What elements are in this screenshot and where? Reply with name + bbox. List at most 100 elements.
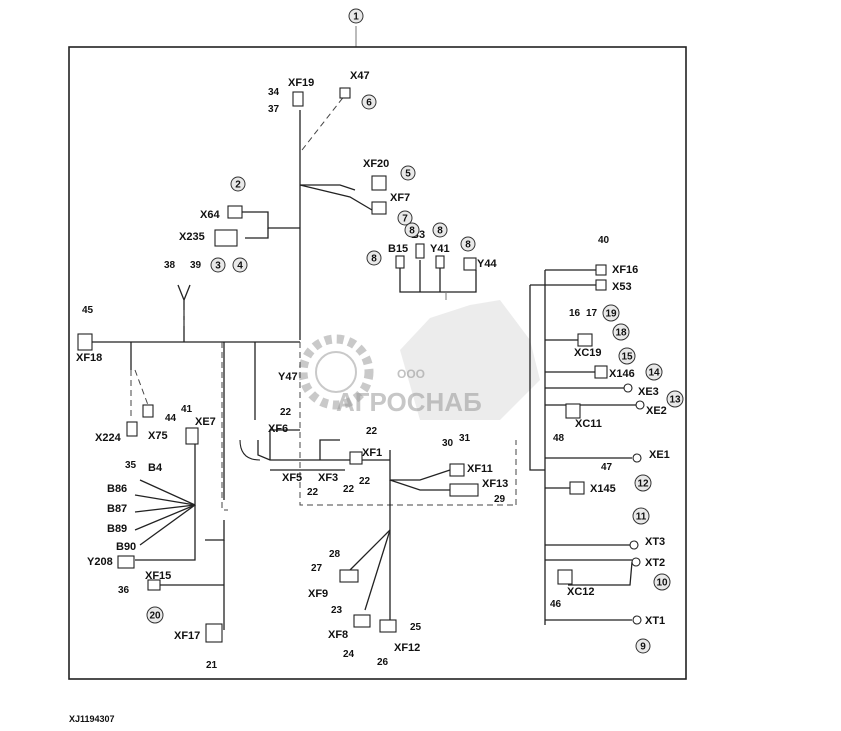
watermark: ООО АГРОСНАБ	[298, 300, 540, 420]
part-number-n22d: 22	[307, 487, 319, 498]
svg-text:11: 11	[636, 512, 647, 523]
callout-c9: 9	[635, 638, 651, 654]
callout-c2: 2	[230, 176, 246, 192]
connector-label-x47: X47	[350, 70, 370, 82]
connector-label-xc11: XC11	[575, 418, 602, 430]
part-number-n27: 27	[311, 563, 323, 574]
watermark-brand: АГРОСНАБ	[336, 387, 482, 417]
part-number-n17: 17	[586, 308, 598, 319]
part-number-n22a: 22	[280, 407, 292, 418]
callout-c11: 11	[632, 507, 650, 525]
svg-text:12: 12	[637, 479, 649, 490]
part-number-n26: 26	[377, 657, 389, 668]
callout-c8d: 8	[460, 236, 476, 252]
part-number-n48: 48	[553, 433, 565, 444]
svg-text:6: 6	[366, 98, 372, 109]
connector-label-xf3: XF3	[318, 472, 338, 484]
callout-c1: 1	[348, 8, 364, 24]
part-number-n34: 34	[268, 87, 280, 98]
part-number-n47: 47	[601, 462, 613, 473]
connector-label-xf6: XF6	[268, 423, 288, 435]
connector-label-xf13: XF13	[482, 478, 508, 490]
part-number-n30: 30	[442, 438, 454, 449]
callout-c20: 20	[146, 606, 164, 624]
part-number-n23: 23	[331, 605, 343, 616]
part-number-n39: 39	[190, 260, 202, 271]
connector-label-xt2: XT2	[645, 557, 665, 569]
part-number-n46: 46	[550, 599, 562, 610]
part-number-n38: 38	[164, 260, 176, 271]
connector-label-b90: B90	[116, 541, 136, 553]
connector-label-x53: X53	[612, 281, 632, 293]
svg-text:9: 9	[640, 642, 646, 653]
svg-text:8: 8	[437, 226, 443, 237]
part-number-n25: 25	[410, 622, 422, 633]
harness-wiring	[90, 94, 637, 630]
part-number-n28: 28	[329, 549, 341, 560]
connector-label-b87: B87	[107, 503, 127, 515]
svg-text:4: 4	[237, 261, 243, 272]
connector-label-xe7: XE7	[195, 416, 216, 428]
connector-label-xc12: XC12	[567, 586, 595, 598]
part-number-n31: 31	[459, 433, 471, 444]
part-number-n22b: 22	[366, 426, 378, 437]
svg-text:10: 10	[656, 578, 668, 589]
connector-label-y41: Y41	[430, 243, 450, 255]
callout-c12: 12	[634, 474, 652, 492]
connector-label-x75: X75	[148, 430, 168, 442]
part-number-n16: 16	[569, 308, 581, 319]
svg-text:13: 13	[669, 395, 681, 406]
callout-c8c: 8	[432, 222, 448, 238]
figure-code: XJ1194307	[69, 714, 115, 724]
callout-c4: 4	[232, 257, 248, 273]
svg-text:15: 15	[621, 352, 633, 363]
connector-label-xf12: XF12	[394, 642, 420, 654]
connector-label-xf19: XF19	[288, 77, 314, 89]
connector-label-xf9: XF9	[308, 588, 328, 600]
callout-c19: 19	[602, 304, 620, 322]
connector-label-b4: B4	[148, 462, 163, 474]
svg-text:3: 3	[215, 261, 221, 272]
connector-label-xf16: XF16	[612, 264, 638, 276]
connector-label-y47: Y47	[278, 371, 298, 383]
callout-c15: 15	[618, 347, 636, 365]
connector-label-xf8: XF8	[328, 629, 348, 641]
connector-label-xf1: XF1	[362, 447, 382, 459]
part-number-n21: 21	[206, 660, 218, 671]
connector-label-xf18: XF18	[76, 352, 102, 364]
callout-c18: 18	[612, 323, 630, 341]
svg-text:2: 2	[235, 180, 241, 191]
part-number-n24: 24	[343, 649, 355, 660]
connector-label-x224: X224	[95, 432, 122, 444]
connector-label-y208: Y208	[87, 556, 113, 568]
connector-label-xe1: XE1	[649, 449, 670, 461]
svg-text:1: 1	[353, 12, 359, 23]
part-number-n40: 40	[598, 235, 610, 246]
connector-label-xe3: XE3	[638, 386, 659, 398]
svg-text:8: 8	[371, 254, 377, 265]
connector-label-x235: X235	[179, 231, 205, 243]
connector-label-x145: X145	[590, 483, 616, 495]
svg-text:19: 19	[605, 309, 617, 320]
svg-text:14: 14	[648, 368, 660, 379]
callout-c5: 5	[400, 165, 416, 181]
callout-c8b: 8	[366, 250, 382, 266]
callout-c8a: 8	[404, 222, 420, 238]
connector-label-b15: B15	[388, 243, 408, 255]
part-number-n22c: 22	[359, 476, 371, 487]
connector-label-xf15: XF15	[145, 570, 171, 582]
connector-label-x146: X146	[609, 368, 635, 380]
callout-c13: 13	[666, 390, 684, 408]
connector-label-b89: B89	[107, 523, 127, 535]
watermark-harvester-icon	[400, 300, 540, 420]
connector-label-xf7: XF7	[390, 192, 410, 204]
callout-c14: 14	[645, 363, 663, 381]
svg-text:5: 5	[405, 169, 411, 180]
part-number-n22e: 22	[343, 484, 355, 495]
svg-text:7: 7	[402, 214, 408, 225]
connector-label-xc19: XC19	[574, 347, 602, 359]
